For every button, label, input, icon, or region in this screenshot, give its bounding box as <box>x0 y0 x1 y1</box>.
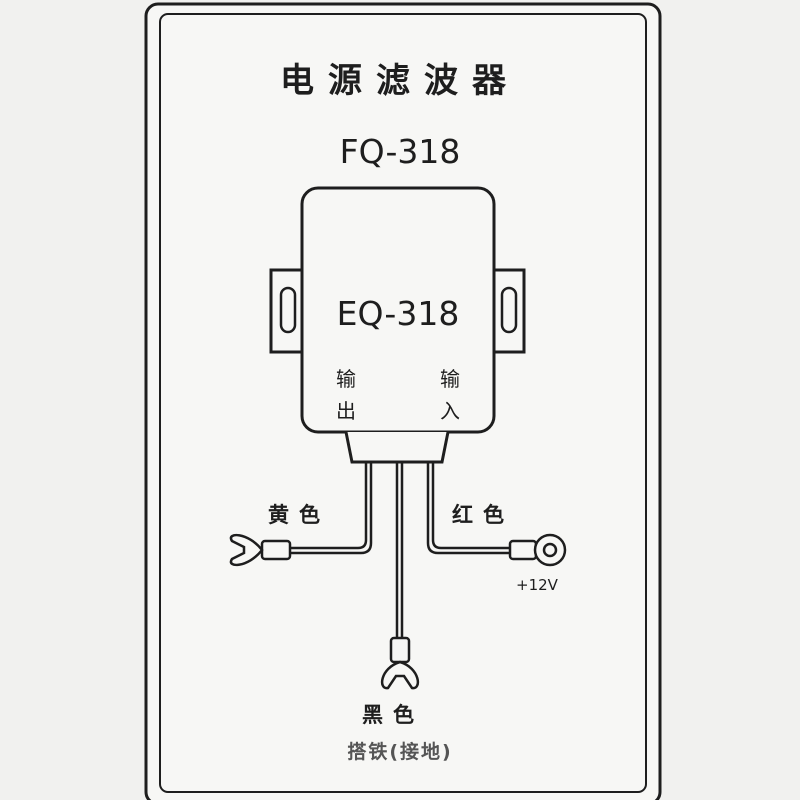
input-label-bottom: 入 <box>440 399 460 423</box>
model-inner-label: EQ-318 <box>337 294 460 333</box>
red-ring-terminal <box>508 533 567 567</box>
cable-gland <box>344 431 450 464</box>
output-label-top: 输 <box>336 367 356 391</box>
yellow-wire-label: 黄色 <box>268 503 330 527</box>
left-mounting-slot <box>279 286 297 334</box>
yellow-fork-terminal <box>229 533 292 567</box>
output-label-bottom: 出 <box>336 399 356 423</box>
red-wire-label: 红色 <box>452 503 514 527</box>
ground-note: 搭铁(接地) <box>347 740 452 763</box>
right-mounting-slot <box>500 286 518 334</box>
right-mounting-ear <box>488 268 526 354</box>
yellow-wire <box>290 462 373 555</box>
red-wire <box>426 462 512 555</box>
black-fork-terminal <box>380 636 420 690</box>
diagram-title: 电源滤波器 <box>280 61 520 101</box>
black-wire <box>395 462 404 640</box>
voltage-label: +12V <box>516 576 559 594</box>
input-label-top: 输 <box>440 367 460 391</box>
model-outer-label: FQ-318 <box>340 132 461 171</box>
inner-border <box>159 13 647 793</box>
black-wire-label: 黑色 <box>362 703 424 727</box>
